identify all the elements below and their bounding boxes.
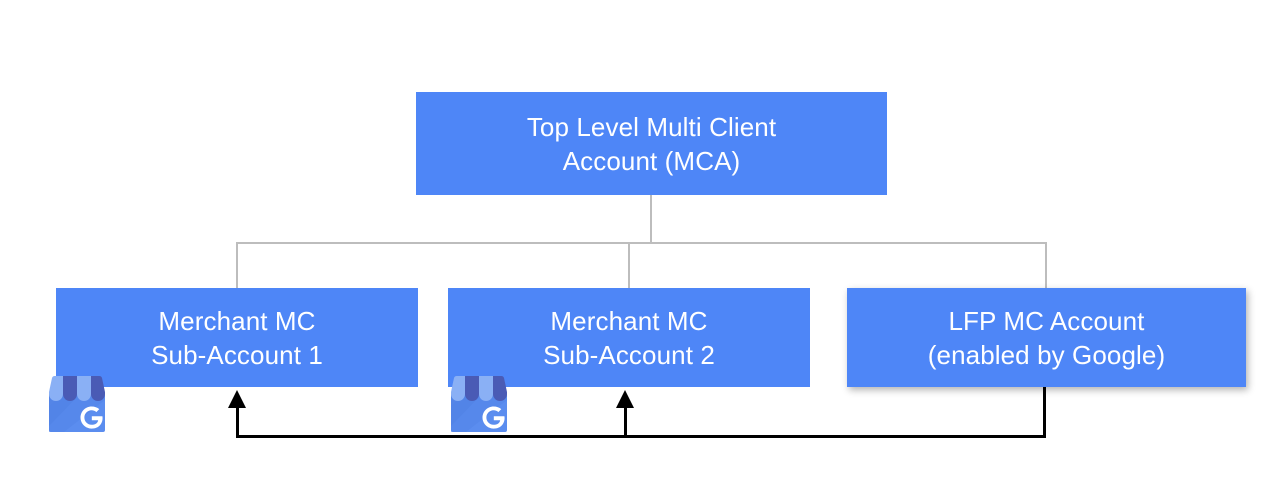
google-business-profile-icon (42, 366, 112, 436)
arrowhead-icon-sub1 (228, 390, 246, 408)
connector-drop-sub1 (236, 242, 238, 289)
feed-line-riser-sub1 (236, 400, 239, 437)
letter-g-glyph (482, 406, 505, 429)
feed-line-riser-sub2 (624, 400, 627, 437)
feed-line-horizontal (236, 435, 1046, 438)
connector-mca-stem (650, 195, 652, 243)
arrowhead-icon-sub2 (616, 390, 634, 408)
node-lfp-mc-account[interactable]: LFP MC Account (enabled by Google) (847, 288, 1246, 387)
letter-g-glyph (80, 406, 103, 429)
connector-horizontal-bar (236, 242, 1047, 244)
google-business-profile-icon (444, 366, 514, 436)
connector-drop-sub2 (628, 242, 630, 289)
feed-line-lfp-drop (1043, 387, 1046, 438)
node-merchant-sub-account-1[interactable]: Merchant MC Sub-Account 1 (56, 288, 418, 387)
node-top-level-mca[interactable]: Top Level Multi Client Account (MCA) (416, 92, 887, 195)
node-merchant-sub-account-2[interactable]: Merchant MC Sub-Account 2 (448, 288, 810, 387)
connector-drop-lfp (1045, 242, 1047, 289)
